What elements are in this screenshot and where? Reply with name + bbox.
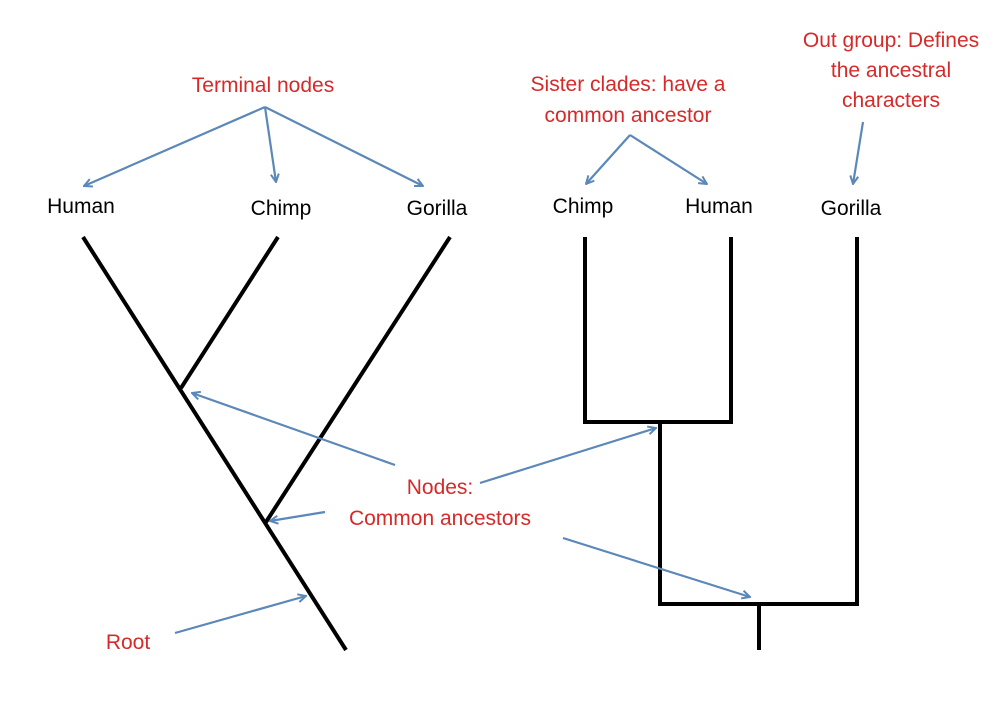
left-branch-gorilla [264,235,452,524]
right-branch-chimp-human [583,237,733,424]
left-tree [81,235,452,652]
label-nodes-line2: Common ancestors [349,507,531,530]
label-out-group-line2: the ancestral [831,59,951,82]
left-branch-chimp [179,235,280,390]
right-taxon-gorilla: Gorilla [821,197,882,220]
label-out-group-line3: characters [842,89,940,112]
arrow-outgroup-to-gorilla [853,121,865,184]
label-sister-clades-line1: Sister clades: have a [531,73,726,96]
arrow-sister-to-human [629,134,707,184]
arrow-sister-to-chimp [586,134,631,184]
left-taxon-chimp: Chimp [251,197,312,220]
arrow-terminal-to-chimp [263,106,276,182]
label-root: Root [106,631,151,654]
label-terminal-nodes: Terminal nodes [192,74,334,97]
label-out-group-line1: Out group: Defines [803,29,979,52]
arrow-terminal-to-human [84,105,266,186]
left-taxon-gorilla: Gorilla [407,197,468,220]
label-nodes-line1: Nodes: [407,476,474,499]
right-taxon-chimp: Chimp [553,195,614,218]
annotation-labels: Terminal nodes Sister clades: have a com… [106,29,979,654]
left-branch-human-root [81,235,348,652]
arrow-terminal-to-gorilla [264,106,423,186]
taxon-labels: Human Chimp Gorilla Chimp Human Gorilla [47,195,882,220]
label-sister-clades-line2: common ancestor [545,104,712,127]
arrow-nodes-to-right-lower-node [562,536,750,597]
left-taxon-human: Human [47,195,115,218]
arrow-nodes-to-right-upper-node [479,428,656,485]
right-tree [583,237,859,650]
annotation-arrows [84,105,865,635]
arrow-nodes-to-left-upper-node [192,393,396,467]
right-taxon-human: Human [685,195,753,218]
arrow-root [174,596,306,635]
arrow-nodes-to-left-lower-node [270,510,326,521]
